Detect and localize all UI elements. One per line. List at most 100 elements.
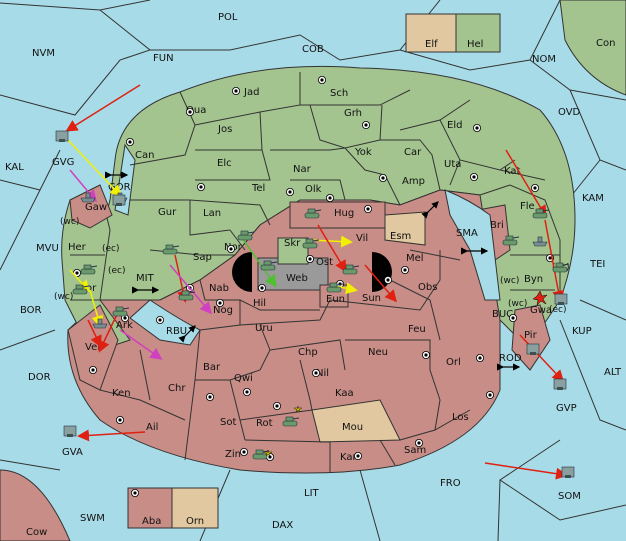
army-unit-icon[interactable] [252, 449, 270, 460]
land-qua: Qua [186, 105, 206, 116]
land-ost: Ost [316, 257, 333, 268]
land-yok: Yok [354, 147, 372, 158]
army-unit-icon[interactable] [532, 208, 550, 219]
land-orl: Orl [446, 357, 461, 368]
army-unit-icon[interactable] [302, 238, 320, 249]
sea-dor: DOR [28, 372, 51, 383]
sea-cob: COB [302, 44, 324, 55]
land-lan: Lan [203, 208, 221, 219]
land-jos: Jos [217, 124, 232, 135]
army-unit-icon[interactable] [237, 230, 255, 241]
sea-elf: Elf [425, 39, 438, 50]
army-unit-icon[interactable] [260, 260, 278, 271]
land-vil: Vil [356, 233, 368, 244]
sea-ovd: OVD [558, 107, 581, 118]
land-neu: Neu [368, 347, 388, 358]
land-car: Car [404, 147, 422, 158]
coast-ec-2: (ec) [108, 266, 126, 276]
fleet-unit-icon[interactable] [80, 192, 96, 203]
sea-kal: KAL [5, 162, 24, 173]
land-bri: Bri [490, 220, 504, 231]
army-unit-icon[interactable] [162, 244, 180, 255]
sea-hel: Hel [467, 39, 483, 50]
land-nog: Nog [213, 305, 233, 316]
army-unit-icon[interactable] [282, 416, 300, 427]
fleet-unit-icon[interactable] [63, 425, 77, 437]
land-los: Los [452, 412, 469, 423]
land-mel: Mel [406, 253, 424, 264]
land-nab: Nab [209, 283, 229, 294]
land-nil: Nil [316, 368, 329, 379]
fleet-unit-icon[interactable] [526, 343, 540, 355]
land-kar: Kar [340, 452, 358, 463]
land-olk: Olk [305, 184, 322, 195]
land-byn: Byn [524, 274, 543, 285]
fleet-unit-icon[interactable] [92, 318, 108, 329]
units-layer [55, 130, 575, 478]
sea-kup: KUP [572, 326, 592, 337]
land-bar: Bar [203, 362, 221, 373]
land-uru: Uru [255, 323, 273, 334]
sea-fro: FRO [440, 478, 461, 489]
fleet-unit-icon[interactable] [55, 130, 69, 142]
sea-kam: KAM [582, 193, 604, 204]
sea-alt: ALT [604, 367, 622, 378]
sea-nom: NOM [532, 54, 556, 65]
land-hug: Hug [334, 208, 354, 219]
land-nar: Nar [293, 164, 312, 175]
land-tel: Tel [251, 183, 265, 194]
army-unit-icon[interactable] [72, 284, 90, 295]
army-unit-icon[interactable] [326, 282, 344, 293]
sea-tei: TEI [589, 259, 605, 270]
sea-orn: Orn [186, 516, 204, 527]
sea-buc: BUC [492, 309, 513, 320]
sea-nvm: NVM [32, 48, 55, 59]
supply-centers [73, 76, 555, 497]
land-ken: Ken [112, 388, 131, 399]
land-sun: Sun [362, 293, 381, 304]
land-esm: Esm [390, 231, 411, 242]
land-elc: Elc [217, 158, 232, 169]
land-mou: Mou [342, 422, 363, 433]
sea-gvg: GVG [52, 157, 74, 168]
fleet-unit-icon[interactable] [532, 236, 548, 247]
fleet-unit-icon[interactable] [554, 293, 568, 305]
army-unit-icon[interactable] [304, 208, 322, 219]
land-qwi: Qwi [234, 373, 253, 384]
land-hil: Hil [253, 298, 266, 309]
land-eld: Eld [447, 120, 462, 131]
land-grh: Grh [344, 108, 362, 119]
army-unit-icon[interactable] [502, 235, 520, 246]
sea-fun: FUN [153, 53, 174, 64]
sea-cow: Cow [26, 527, 47, 538]
land-pir: Pir [524, 330, 538, 341]
land-obs: Obs [418, 282, 437, 293]
army-unit-icon[interactable] [112, 306, 130, 317]
sea-dax: DAX [272, 520, 293, 531]
land-kaa: Kaa [335, 388, 354, 399]
land-ark: Ark [116, 320, 133, 331]
coast-ec-4: (ec) [549, 305, 567, 315]
army-unit-icon[interactable] [80, 264, 98, 275]
fleet-unit-icon[interactable] [553, 378, 567, 390]
fleet-unit-icon[interactable] [112, 194, 126, 206]
land-amp: Amp [402, 176, 425, 187]
land-uta: Uta [444, 159, 461, 170]
sea-pol: POL [218, 12, 238, 23]
sea-aba: Aba [142, 516, 161, 527]
land-web: Web [286, 273, 308, 284]
army-unit-icon[interactable] [552, 262, 570, 273]
sea-lit: LIT [304, 488, 320, 499]
land-ail: Ail [146, 422, 158, 433]
sea-rod: ROD [499, 353, 522, 364]
land-fle: Fle [520, 201, 535, 212]
land-sch: Sch [330, 88, 348, 99]
army-unit-icon[interactable] [178, 290, 196, 301]
coast-wc-3: (wc) [500, 276, 519, 286]
army-unit-icon[interactable] [342, 264, 360, 275]
land-gwa: Gwa [530, 305, 552, 316]
land-skr: Skr [284, 238, 301, 249]
fleet-unit-icon[interactable] [561, 466, 575, 478]
sea-bor: BOR [20, 305, 42, 316]
